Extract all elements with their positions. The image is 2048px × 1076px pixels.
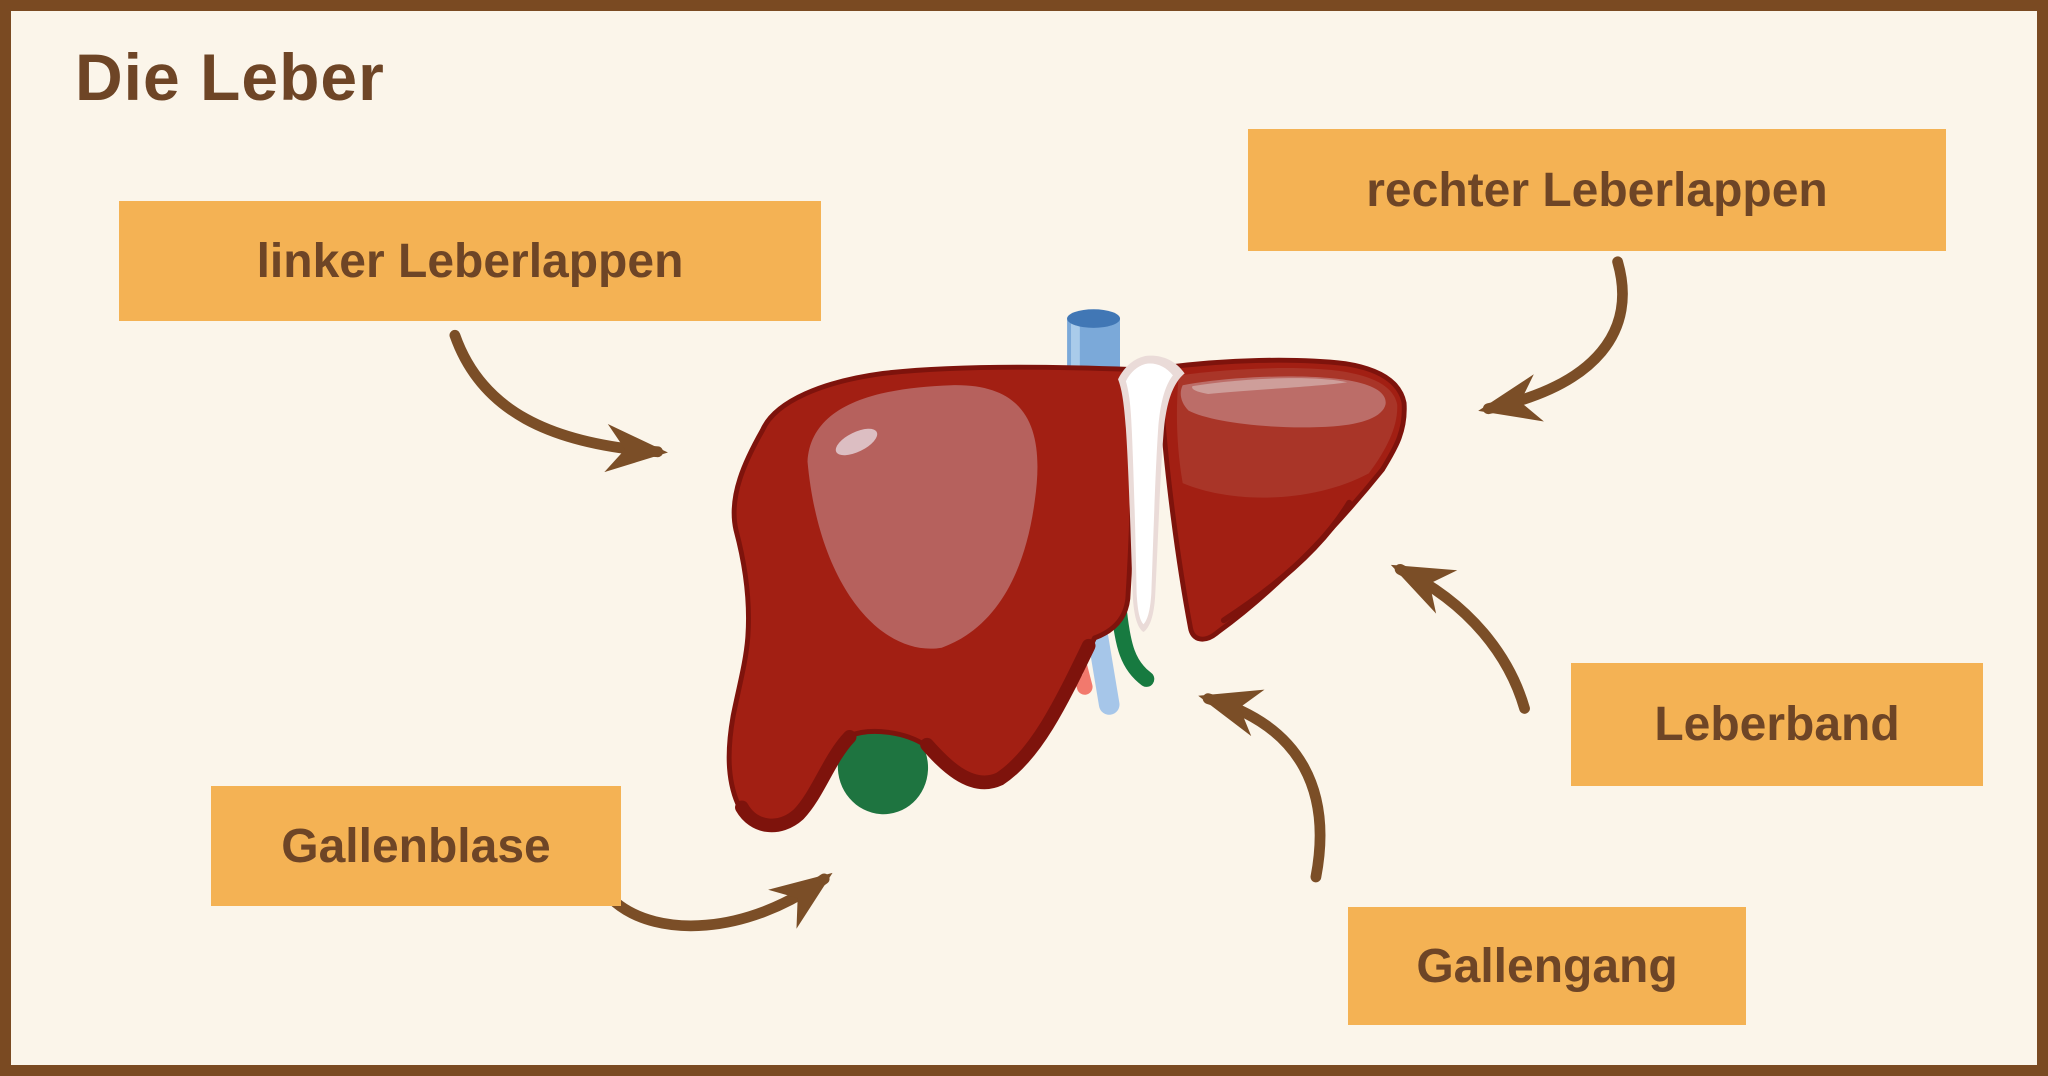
arrow-linker-leberlappen	[449, 329, 668, 473]
arrow-gallengang	[1198, 689, 1326, 883]
label-gallengang: Gallengang	[1348, 907, 1746, 1025]
portal-vein	[1086, 617, 1120, 715]
falciform-ligament	[1118, 355, 1185, 633]
label-rechter-leberlappen: rechter Leberlappen	[1248, 129, 1946, 251]
arrow-leberband	[1390, 563, 1530, 714]
page-title: Die Leber	[75, 40, 385, 114]
arrow-rechter-leberlappen	[1478, 256, 1628, 422]
label-gallenblase: Gallenblase	[211, 786, 621, 906]
label-linker-leberlappen: linker Leberlappen	[119, 201, 821, 321]
arrow-gallenblase	[610, 872, 833, 932]
liver-illustration	[449, 256, 1628, 932]
gallbladder	[837, 720, 929, 815]
annotation-arrows	[449, 256, 1628, 932]
right-liver-lobe	[1160, 357, 1407, 642]
label-leberband: Leberband	[1571, 663, 1983, 786]
left-liver-lobe	[726, 364, 1136, 833]
